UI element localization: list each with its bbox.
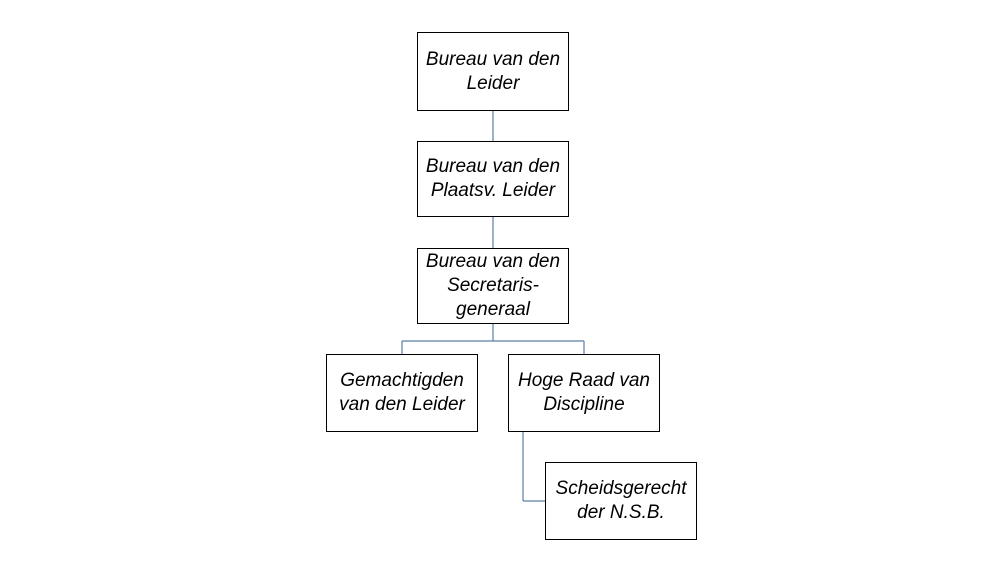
bureau-secretaris-generaal-box: Bureau van den Secretaris- generaal bbox=[417, 248, 569, 324]
bureau-leider-box: Bureau van den Leider bbox=[417, 32, 569, 111]
scheidsgerecht-label: Scheidsgerecht der N.S.B. bbox=[555, 478, 687, 523]
bureau-plaatsv-leider-label: Bureau van den Plaatsv. Leider bbox=[425, 156, 561, 201]
hoge-raad-box: Hoge Raad van Discipline bbox=[508, 354, 660, 432]
bureau-secretaris-generaal-label: Bureau van den Secretaris- generaal bbox=[425, 251, 561, 320]
hoge-raad-label: Hoge Raad van Discipline bbox=[517, 370, 651, 415]
gemachtigden-box: Gemachtigden van den Leider bbox=[326, 354, 478, 432]
scheidsgerecht-box: Scheidsgerecht der N.S.B. bbox=[545, 462, 697, 540]
bureau-plaatsv-leider-box: Bureau van den Plaatsv. Leider bbox=[417, 141, 569, 217]
bureau-leider-label: Bureau van den Leider bbox=[425, 48, 561, 94]
gemachtigden-label: Gemachtigden van den Leider bbox=[339, 370, 465, 415]
